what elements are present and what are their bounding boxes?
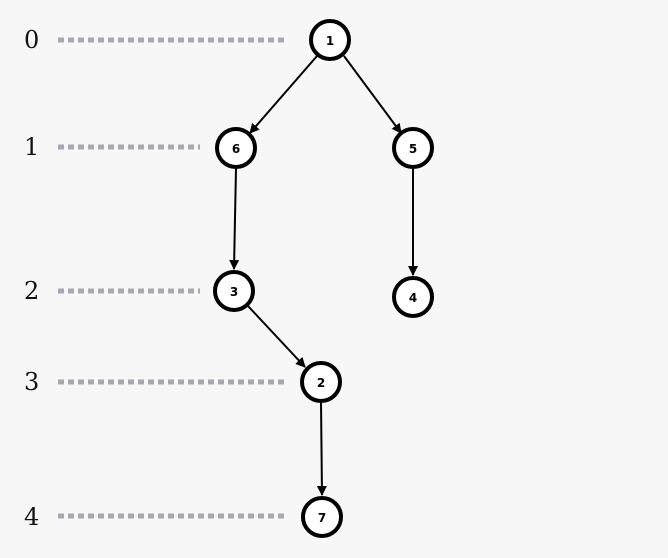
tree-node-3: 3 <box>213 270 255 312</box>
node-label-7: 7 <box>318 511 326 525</box>
node-label-4: 4 <box>409 291 417 305</box>
edge-1-6 <box>249 55 318 134</box>
edge-3-2 <box>247 305 306 368</box>
node-label-1: 1 <box>326 34 334 48</box>
edge-2-7 <box>316 401 327 496</box>
tree-node-2: 2 <box>300 361 342 403</box>
level-label-0: 0 <box>24 26 39 54</box>
tree-node-6: 6 <box>215 127 257 169</box>
level-label-4: 4 <box>24 503 39 531</box>
tree-node-5: 5 <box>392 127 434 169</box>
tree-node-7: 7 <box>301 496 343 538</box>
edge-1-5 <box>343 55 402 134</box>
level-label-1: 1 <box>24 133 39 161</box>
tree-node-1: 1 <box>309 19 351 61</box>
node-label-2: 2 <box>317 376 325 390</box>
edge-6-3 <box>229 167 240 270</box>
node-label-3: 3 <box>230 285 238 299</box>
tree-node-4: 4 <box>392 276 434 318</box>
node-label-5: 5 <box>409 142 417 156</box>
level-label-2: 2 <box>24 277 39 305</box>
node-label-6: 6 <box>232 142 240 156</box>
level-label-3: 3 <box>24 368 39 396</box>
